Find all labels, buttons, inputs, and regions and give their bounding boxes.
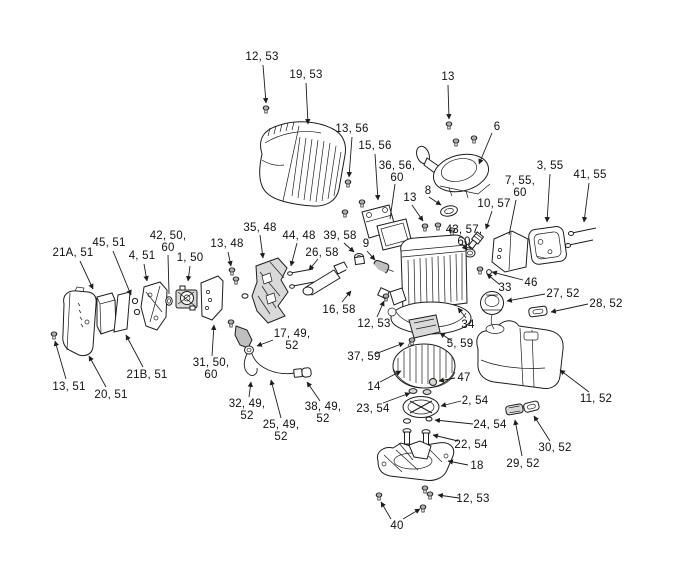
clutch-part bbox=[402, 396, 440, 418]
recoil-starter-part bbox=[416, 145, 491, 199]
label-21B-51: 21B, 51 bbox=[126, 368, 168, 381]
muffler-part bbox=[528, 226, 567, 265]
label-47: 47 bbox=[457, 371, 471, 384]
clutch-bolts-part bbox=[402, 428, 431, 447]
small-fasteners-part bbox=[476, 266, 492, 275]
filter-element-part bbox=[96, 292, 117, 335]
flywheel-nut-part bbox=[429, 378, 437, 386]
flywheel-part bbox=[392, 343, 456, 389]
label-37-59: 37, 59 bbox=[347, 350, 381, 363]
label-5-59: 5, 59 bbox=[446, 337, 474, 350]
label-26-58: 26, 58 bbox=[305, 246, 339, 259]
bottom-cover-part bbox=[376, 440, 455, 481]
label-34: 34 bbox=[461, 318, 475, 331]
engine-shroud-part bbox=[259, 121, 346, 207]
label-25-49-52: 25, 49, 52 bbox=[262, 418, 300, 443]
muffler-bolts-part bbox=[564, 227, 597, 248]
label-13-48: 13, 48 bbox=[210, 237, 244, 250]
label-31-50-60: 31, 50, 60 bbox=[192, 356, 230, 381]
label-11-52: 11, 52 bbox=[579, 392, 613, 405]
label-30-52: 30, 52 bbox=[538, 441, 572, 454]
fuel-cap-part bbox=[480, 291, 504, 330]
label-18: 18 bbox=[470, 459, 484, 472]
label-17-49-52: 17, 49, 52 bbox=[273, 327, 311, 352]
label-4-51: 4, 51 bbox=[128, 249, 156, 262]
clamp-part bbox=[440, 205, 458, 217]
label-2-54: 2, 54 bbox=[461, 394, 489, 407]
label-9: 9 bbox=[362, 237, 370, 250]
engine-bracket-part bbox=[241, 257, 289, 324]
label-29-52: 29, 52 bbox=[506, 457, 540, 470]
throttle-cable-part bbox=[234, 325, 312, 378]
label-45-51: 45, 51 bbox=[92, 236, 126, 249]
retainer-rings-part bbox=[131, 297, 141, 316]
label-12-53-c: 12, 53 bbox=[456, 492, 490, 505]
label-13-56: 13, 56 bbox=[335, 122, 369, 135]
label-40: 40 bbox=[390, 519, 404, 532]
label-28-52: 28, 52 bbox=[589, 297, 623, 310]
fuel-tank-part bbox=[476, 320, 564, 389]
label-16-58: 16, 58 bbox=[322, 303, 356, 316]
clutch-rings-part bbox=[402, 416, 433, 424]
label-27-52: 27, 52 bbox=[546, 287, 580, 300]
label-46: 46 bbox=[524, 276, 538, 289]
label-6: 6 bbox=[493, 120, 501, 133]
label-23-54: 23, 54 bbox=[356, 402, 390, 415]
oring-part bbox=[165, 296, 173, 306]
label-44-48: 44, 48 bbox=[282, 229, 316, 242]
mount-grommets-part bbox=[505, 400, 540, 416]
label-39-58: 39, 58 bbox=[323, 229, 357, 242]
carburetor-part bbox=[175, 285, 198, 311]
label-32-49-52: 32, 49, 52 bbox=[228, 397, 266, 422]
label-14: 14 bbox=[367, 380, 381, 393]
label-19-53: 19, 53 bbox=[289, 68, 323, 81]
washers-part bbox=[408, 388, 432, 395]
label-8: 8 bbox=[424, 184, 432, 197]
label-33: 33 bbox=[498, 281, 512, 294]
label-20-51: 20, 51 bbox=[94, 388, 128, 401]
label-13-b: 13 bbox=[403, 191, 417, 204]
label-1-50: 1, 50 bbox=[176, 251, 204, 264]
label-12-53-b: 12, 53 bbox=[357, 317, 391, 330]
label-36-56-60: 36, 56, 60 bbox=[378, 159, 416, 184]
label-22-54: 22, 54 bbox=[454, 438, 488, 451]
fuel-hose-part bbox=[344, 255, 390, 300]
label-13-a: 13 bbox=[441, 70, 455, 83]
air-cleaner-cover-part bbox=[62, 286, 97, 357]
label-21A-51: 21A, 51 bbox=[52, 246, 94, 259]
label-7-55-60: 7, 55, 60 bbox=[505, 174, 535, 199]
label-15-56: 15, 56 bbox=[358, 139, 392, 152]
leader-lines bbox=[53, 64, 590, 520]
label-10-57: 10, 57 bbox=[477, 197, 511, 210]
label-35-48: 35, 48 bbox=[243, 221, 277, 234]
label-42-50-60: 42, 50, 60 bbox=[149, 229, 187, 254]
tank-grommet-part bbox=[528, 305, 548, 318]
spark-plug-part bbox=[464, 231, 485, 258]
heat-shield-part bbox=[491, 230, 529, 273]
label-38-49-52: 38, 49, 52 bbox=[304, 400, 342, 425]
label-43-57-60: 43, 57, 60 bbox=[445, 223, 483, 248]
bracket-bolts-part bbox=[287, 268, 315, 289]
label-13-51: 13, 51 bbox=[52, 380, 86, 393]
fuel-pipe-part bbox=[302, 261, 349, 296]
label-12-53-a: 12, 53 bbox=[245, 50, 279, 63]
label-24-54: 24, 54 bbox=[473, 418, 507, 431]
label-41-55: 41, 55 bbox=[573, 168, 607, 181]
label-3-55: 3, 55 bbox=[536, 159, 564, 172]
insulator-plate-part bbox=[200, 275, 224, 321]
filter-pad-part bbox=[113, 291, 131, 333]
filter-backplate-part bbox=[140, 281, 168, 331]
